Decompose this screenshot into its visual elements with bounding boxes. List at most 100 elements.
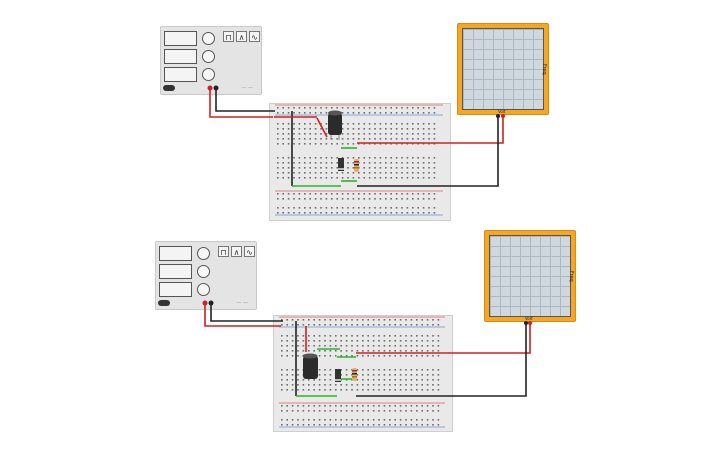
breadboard-hole bbox=[286, 319, 288, 321]
triangle-wave-button[interactable]: ∧ bbox=[231, 246, 242, 257]
breadboard-hole bbox=[314, 172, 317, 174]
breadboard-hole bbox=[422, 157, 425, 159]
breadboard-hole bbox=[378, 324, 380, 326]
diode[interactable] bbox=[338, 158, 344, 171]
wire-red[interactable] bbox=[209, 88, 273, 118]
breadboard-hole bbox=[399, 410, 402, 412]
breadboard-hole bbox=[309, 177, 311, 179]
breadboard-hole bbox=[345, 335, 348, 337]
breadboard-hole bbox=[298, 172, 301, 174]
amplitude-knob[interactable] bbox=[202, 50, 215, 63]
breadboard-hole bbox=[362, 384, 364, 386]
breadboard-hole bbox=[309, 167, 311, 169]
breadboard-hole bbox=[293, 172, 295, 174]
triangle-wave-button[interactable]: ∧ bbox=[236, 31, 247, 42]
breadboard-hole bbox=[341, 133, 344, 135]
breadboard-hole bbox=[324, 419, 326, 421]
breadboard-hole bbox=[340, 340, 342, 342]
breadboard-hole bbox=[406, 123, 409, 125]
scope-terminal-positive[interactable] bbox=[501, 114, 505, 118]
breadboard-hole bbox=[367, 405, 369, 407]
breadboard-hole bbox=[428, 123, 430, 125]
wire-black[interactable] bbox=[356, 323, 527, 397]
function-generator-1[interactable]: ⊓ ∧ ∿ — — bbox=[160, 26, 262, 95]
breadboard-hole bbox=[340, 384, 342, 386]
oscilloscope-2[interactable]: Freq Volt bbox=[484, 230, 576, 322]
breadboard-hole bbox=[367, 335, 369, 337]
breadboard-hole bbox=[422, 172, 425, 174]
breadboard-hole bbox=[412, 198, 414, 200]
offset-knob[interactable] bbox=[197, 283, 210, 296]
power-switch[interactable] bbox=[163, 85, 175, 91]
breadboard-hole bbox=[314, 128, 317, 130]
breadboard-hole bbox=[406, 167, 409, 169]
amplitude-knob[interactable] bbox=[197, 265, 210, 278]
wire-red[interactable] bbox=[316, 117, 328, 138]
breadboard-hole bbox=[390, 167, 392, 169]
breadboard-hole bbox=[304, 162, 306, 164]
oscilloscope-1[interactable]: Freq Volt bbox=[457, 23, 549, 115]
resistor[interactable] bbox=[352, 368, 357, 381]
scope-bottom-label: Volt bbox=[498, 109, 506, 114]
breadboard-hole bbox=[331, 177, 333, 179]
breadboard-hole bbox=[367, 424, 369, 426]
breadboard-hole bbox=[428, 162, 430, 164]
breadboard-hole bbox=[368, 207, 371, 209]
breadboard-hole bbox=[318, 384, 321, 386]
breadboard-hole bbox=[372, 379, 375, 381]
breadboard-hole bbox=[358, 128, 360, 130]
breadboard-hole bbox=[347, 107, 349, 109]
breadboard-hole bbox=[422, 212, 425, 214]
breadboard-hole bbox=[358, 172, 360, 174]
offset-knob[interactable] bbox=[202, 68, 215, 81]
breadboard-hole bbox=[298, 198, 301, 200]
diode[interactable] bbox=[335, 369, 341, 382]
capacitor[interactable] bbox=[328, 110, 342, 141]
breadboard-hole bbox=[421, 355, 423, 357]
breadboard-hole bbox=[389, 340, 391, 342]
scope-terminal-positive[interactable] bbox=[528, 321, 532, 325]
wire-black[interactable] bbox=[357, 116, 499, 187]
breadboard-hole bbox=[314, 212, 317, 214]
breadboard-hole bbox=[379, 157, 382, 159]
breadboard-hole bbox=[293, 193, 295, 195]
breadboard-hole bbox=[421, 379, 423, 381]
breadboard-hole bbox=[297, 419, 299, 421]
breadboard-hole bbox=[433, 133, 436, 135]
breadboard-hole bbox=[347, 172, 349, 174]
breadboard-hole bbox=[281, 419, 283, 421]
breadboard-hole bbox=[336, 212, 338, 214]
square-wave-button[interactable]: ⊓ bbox=[218, 246, 229, 257]
power-switch[interactable] bbox=[158, 300, 170, 306]
resistor[interactable] bbox=[354, 159, 359, 172]
breadboard-hole bbox=[304, 112, 306, 114]
offset-display bbox=[164, 67, 197, 82]
wire-black[interactable] bbox=[215, 88, 275, 112]
scope-terminal-negative[interactable] bbox=[524, 321, 528, 325]
breadboard-hole bbox=[318, 424, 321, 426]
wire-red[interactable] bbox=[356, 323, 531, 354]
sine-wave-button[interactable]: ∿ bbox=[244, 246, 255, 257]
square-wave-button[interactable]: ⊓ bbox=[223, 31, 234, 42]
breadboard-hole bbox=[368, 162, 371, 164]
breadboard-hole bbox=[308, 410, 310, 412]
breadboard-hole bbox=[297, 369, 299, 371]
function-generator-2[interactable]: ⊓ ∧ ∿ — — bbox=[155, 241, 257, 310]
breadboard-hole bbox=[308, 419, 310, 421]
sine-wave-button[interactable]: ∿ bbox=[249, 31, 260, 42]
frequency-knob[interactable] bbox=[197, 247, 210, 260]
breadboard-hole bbox=[412, 172, 414, 174]
breadboard-hole bbox=[417, 162, 419, 164]
frequency-knob[interactable] bbox=[202, 32, 215, 45]
scope-terminal-negative[interactable] bbox=[496, 114, 500, 118]
breadboard-hole bbox=[421, 384, 423, 386]
wire-red[interactable] bbox=[357, 116, 504, 144]
breadboard-hole bbox=[433, 112, 436, 114]
breadboard-hole bbox=[336, 162, 338, 164]
breadboard-hole bbox=[385, 128, 387, 130]
capacitor[interactable] bbox=[302, 353, 319, 380]
breadboard-hole bbox=[422, 193, 425, 195]
wire-black[interactable] bbox=[210, 303, 283, 322]
wire-red[interactable] bbox=[204, 303, 281, 327]
breadboard-hole bbox=[302, 324, 305, 326]
